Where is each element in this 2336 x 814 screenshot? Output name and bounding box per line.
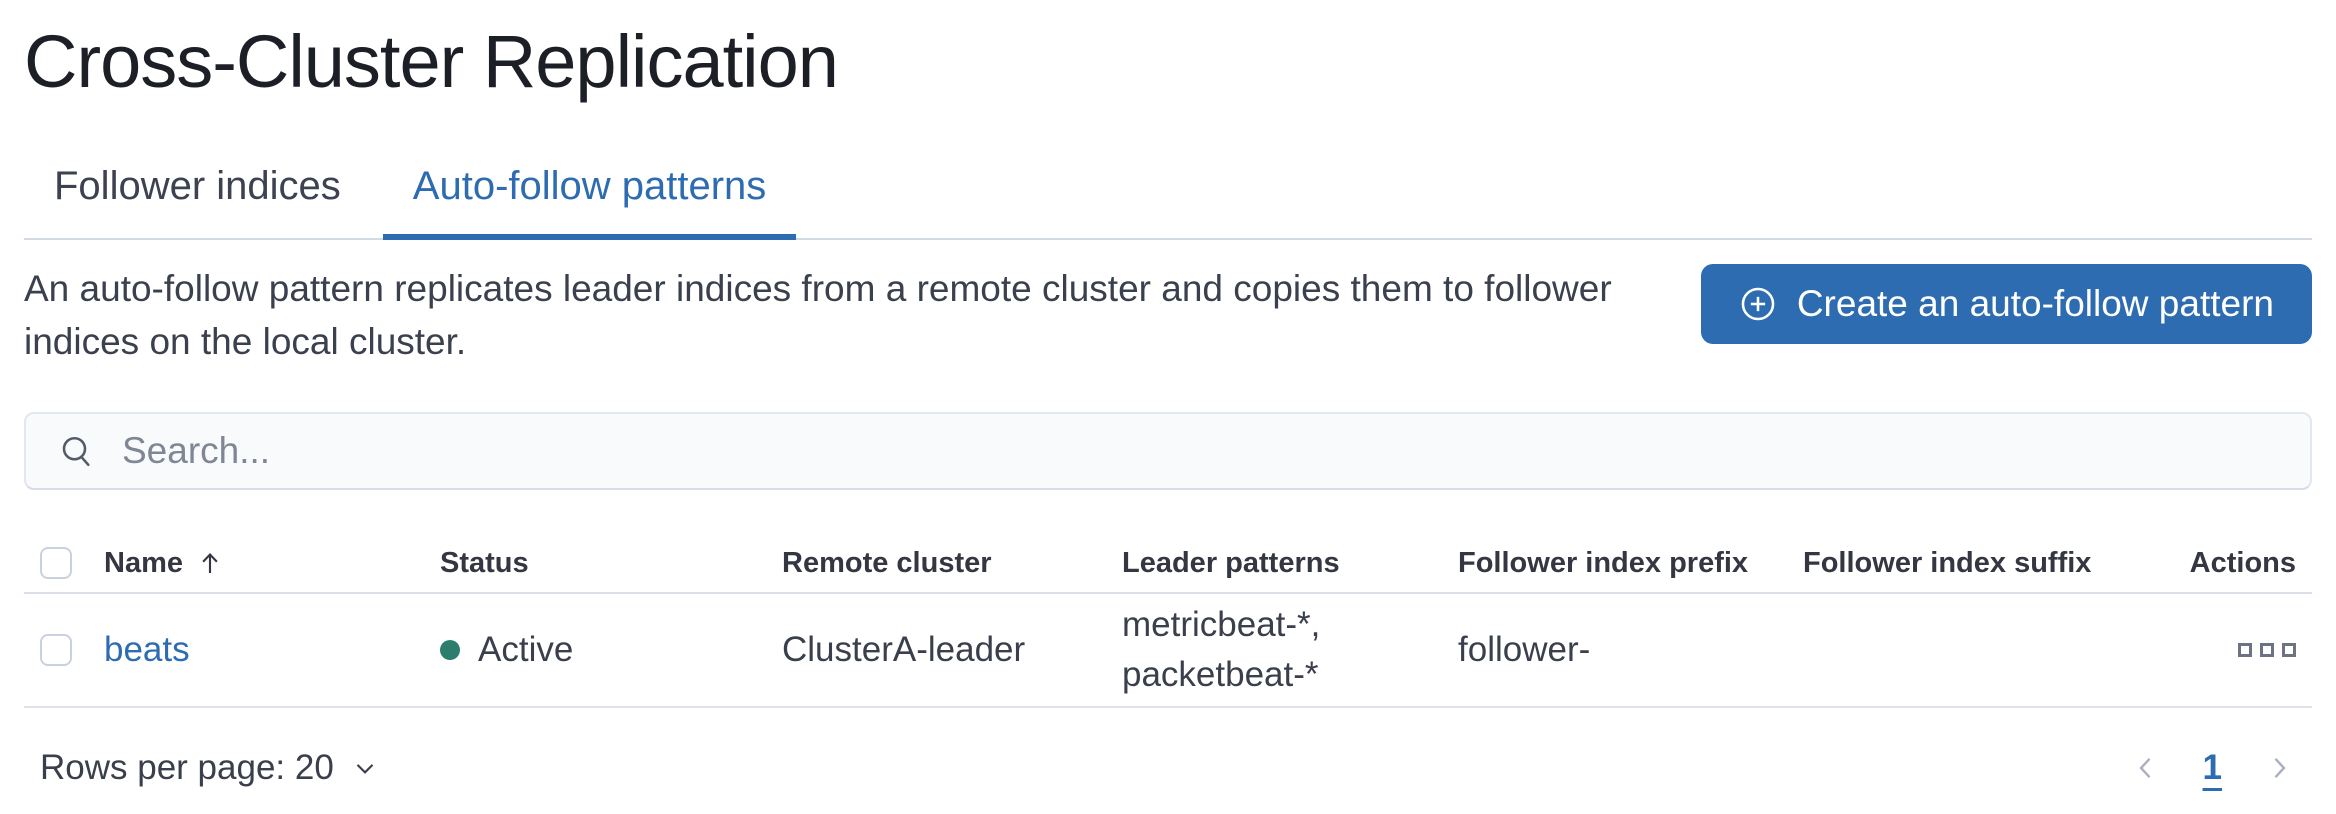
status-active-dot-icon bbox=[440, 640, 460, 660]
row-checkbox[interactable] bbox=[40, 634, 72, 666]
column-header-leader-patterns[interactable]: Leader patterns bbox=[1122, 546, 1340, 579]
search-bar[interactable] bbox=[24, 412, 2312, 490]
status-label: Active bbox=[478, 630, 574, 669]
column-header-actions: Actions bbox=[2189, 546, 2296, 579]
pattern-name-link[interactable]: beats bbox=[104, 630, 190, 669]
table-header-row: Name Status Remote cluster Leader patter… bbox=[24, 534, 2312, 594]
tab-follower-indices[interactable]: Follower indices bbox=[54, 164, 341, 208]
column-header-remote-cluster[interactable]: Remote cluster bbox=[782, 546, 992, 579]
sort-ascending-icon bbox=[195, 548, 225, 578]
search-icon bbox=[58, 433, 94, 469]
follower-index-prefix-cell: follower- bbox=[1458, 630, 1591, 669]
intro-row: An auto-follow pattern replicates leader… bbox=[24, 262, 2312, 368]
row-actions-boxes-horizontal-icon[interactable] bbox=[2238, 643, 2296, 657]
remote-cluster-cell: ClusterA-leader bbox=[782, 630, 1026, 669]
leader-pattern-line: metricbeat-*, bbox=[1122, 605, 1321, 644]
cross-cluster-replication-page: Cross-Cluster Replication Follower indic… bbox=[0, 14, 2336, 800]
chevron-right-icon[interactable] bbox=[2262, 751, 2296, 785]
page-title: Cross-Cluster Replication bbox=[24, 20, 839, 103]
chevron-down-icon bbox=[350, 753, 380, 783]
rows-per-page-selector[interactable]: Rows per page: 20 bbox=[40, 748, 380, 788]
tab-auto-follow-patterns[interactable]: Auto-follow patterns bbox=[382, 154, 797, 240]
plus-in-circle-icon bbox=[1739, 285, 1777, 323]
column-header-status[interactable]: Status bbox=[440, 546, 529, 579]
page-controls: 1 bbox=[2129, 748, 2296, 788]
create-auto-follow-pattern-button[interactable]: Create an auto-follow pattern bbox=[1700, 264, 2312, 344]
column-header-follower-index-prefix[interactable]: Follower index prefix bbox=[1458, 546, 1749, 579]
leader-patterns-cell: metricbeat-*, packetbeat-* bbox=[1106, 600, 1442, 700]
auto-follow-patterns-table: Name Status Remote cluster Leader patter… bbox=[24, 534, 2312, 708]
page-number-1[interactable]: 1 bbox=[2202, 748, 2222, 787]
page-description: An auto-follow pattern replicates leader… bbox=[24, 268, 1612, 362]
table-row: beats Active ClusterA-leader metricbeat-… bbox=[24, 594, 2312, 708]
leader-pattern-line: packetbeat-* bbox=[1122, 655, 1319, 694]
select-all-checkbox[interactable] bbox=[40, 547, 72, 579]
column-header-name[interactable]: Name bbox=[104, 546, 183, 579]
rows-per-page-label: Rows per page: 20 bbox=[40, 748, 334, 787]
search-input[interactable] bbox=[120, 429, 2286, 473]
column-header-follower-index-suffix[interactable]: Follower index suffix bbox=[1803, 546, 2092, 579]
tab-bar: Follower indices Auto-follow patterns bbox=[24, 154, 2312, 240]
table-pagination: Rows per page: 20 1 bbox=[24, 736, 2312, 800]
chevron-left-icon[interactable] bbox=[2129, 751, 2163, 785]
create-button-label: Create an auto-follow pattern bbox=[1796, 283, 2274, 324]
